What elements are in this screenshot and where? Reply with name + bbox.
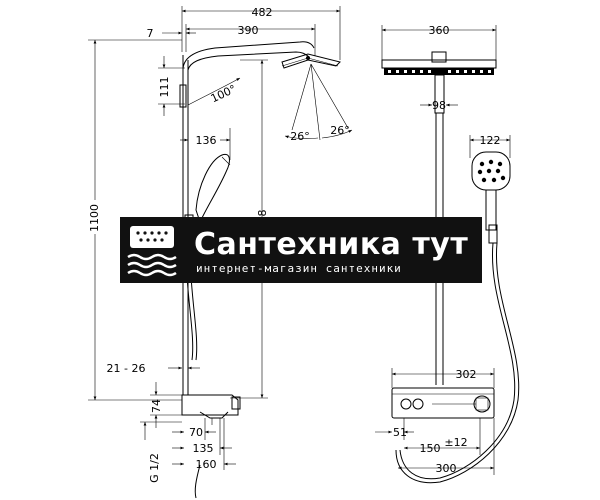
dim-handshower-width: 136 bbox=[196, 134, 217, 147]
dim-hand-head: 122 bbox=[480, 134, 501, 147]
dim-connector: 98 bbox=[432, 99, 446, 112]
dim-thermostat-height: 74 bbox=[150, 399, 163, 413]
dim-centers-tolerance: ±12 bbox=[444, 436, 467, 449]
dim-top-drop: 111 bbox=[158, 77, 171, 98]
dim-centers: 150 bbox=[420, 442, 441, 455]
dim-inner-70: 70 bbox=[189, 426, 203, 439]
watermark-banner: Сантехника тут интернет-магазин сантехни… bbox=[120, 217, 482, 283]
watermark-logo bbox=[127, 226, 177, 277]
dim-inner-135: 135 bbox=[193, 442, 214, 455]
front-view: 360 98 122 bbox=[375, 24, 520, 484]
dim-inner-160: 160 bbox=[196, 458, 217, 471]
dim-spray-right: 26° bbox=[330, 124, 350, 137]
dim-arm-length: 390 bbox=[238, 24, 259, 37]
flow-knob-left bbox=[400, 398, 412, 410]
dim-total-height: 1100 bbox=[88, 204, 101, 232]
handshower-nozzles bbox=[477, 159, 506, 183]
dim-spacing: 51 bbox=[393, 426, 407, 439]
dim-thermo-width: 302 bbox=[456, 368, 477, 381]
watermark-title: Сантехника тут bbox=[194, 227, 468, 262]
dim-spray-left: 26° bbox=[290, 130, 310, 143]
watermark-subtitle: интернет-магазин сантехники bbox=[196, 262, 402, 275]
dim-thread: G 1/2 bbox=[148, 453, 161, 483]
dim-arm-angle: 100° bbox=[209, 82, 239, 105]
dim-wall-offset: 21 - 26 bbox=[107, 362, 146, 375]
dim-head-diameter: 360 bbox=[429, 24, 450, 37]
temperature-knob bbox=[473, 395, 491, 413]
dim-mid-height: 8 bbox=[256, 210, 269, 217]
dim-total-width: 482 bbox=[252, 6, 273, 19]
dim-offset-top: 7 bbox=[147, 27, 154, 40]
dim-bottom-width: 300 bbox=[436, 462, 457, 475]
flow-knob-right bbox=[412, 398, 424, 410]
thermostat bbox=[391, 387, 495, 419]
nozzle-pattern bbox=[388, 70, 491, 73]
